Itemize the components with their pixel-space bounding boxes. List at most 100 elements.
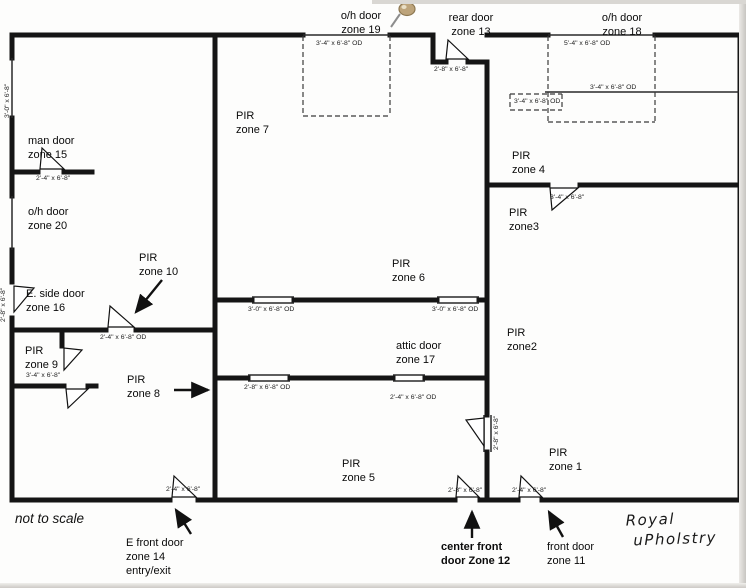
label-line: zone 17 [396, 354, 436, 367]
door-swings [13, 38, 580, 498]
zone-7-label: PIR zone 7 [236, 109, 269, 137]
label-line: entry/exit [126, 565, 171, 578]
photo-edge [0, 583, 746, 588]
label-line: man door [28, 135, 75, 147]
label-line: front door [547, 541, 595, 553]
label-line: zone 19 [341, 24, 381, 37]
annotation-arrows [134, 279, 565, 538]
zone9-door-swing-a [63, 347, 84, 372]
label-line: PIR [139, 252, 158, 264]
zone-11-label: front door zone 11 [547, 540, 594, 568]
label-line: zone 13 [451, 26, 491, 39]
rear-door-swing [445, 38, 470, 60]
dim-label: 3'-0" x 6'-8" OD [248, 306, 295, 313]
zone-16-label: E. side door zone 16 [26, 287, 85, 315]
photo-edge [739, 0, 746, 588]
walls [9, 32, 743, 503]
label-line: PIR [342, 458, 361, 470]
zone-10-label: PIR zone 10 [139, 251, 178, 279]
label-line: PIR [507, 327, 526, 339]
label-line: attic door [396, 340, 442, 352]
dim-label: 2'-4" x 6'-8" OD [390, 394, 437, 401]
zone-14-label: E front door zone 14 entry/exit [126, 536, 183, 578]
dim-label: 2'-8" x 6'-8" [434, 66, 469, 73]
label-line: PIR [25, 345, 44, 357]
label-line: zone 9 [25, 359, 59, 372]
label-line: E. side door [26, 288, 85, 300]
label-line: zone 14 [126, 551, 166, 564]
zone10-arrow [134, 279, 163, 314]
label-line: zone 8 [127, 388, 161, 401]
interior-door-swing [464, 417, 485, 448]
dim-label: 3'-0" x 6'-8" OD [432, 306, 479, 313]
dim-label: 5'-4" x 6'-8" OD [564, 40, 611, 47]
label-line: o/h door [28, 206, 69, 218]
label-line: PIR [512, 150, 531, 162]
zone-19-label: o/h door zone 19 [326, 9, 396, 37]
zone9-door-swing-b [65, 388, 90, 410]
zone-17-label: attic door zone 17 [396, 339, 441, 367]
not-to-scale-note: not to scale [15, 511, 85, 526]
zone10-door-swing [107, 304, 136, 328]
label-line: zone 11 [547, 555, 586, 568]
dim-label: 3'-4" x 6'-8" OD [316, 40, 363, 47]
label-line: center front [441, 541, 503, 553]
dim-label: 2'-8" x 6'-8" [448, 487, 483, 494]
label-line: rear door [448, 12, 494, 24]
label-line: zone 18 [602, 26, 642, 39]
zone-9-label: PIR zone 9 [25, 344, 58, 372]
dim-label: 2'-8" x 6'-8" OD [244, 384, 291, 391]
front-door-swing [518, 474, 544, 498]
label-line: PIR [509, 207, 528, 219]
zone-13-label: rear door zone 13 [436, 11, 506, 39]
zone-6-label: PIR zone 6 [392, 257, 425, 285]
zone-12-label: center front door Zone 12 [441, 540, 510, 568]
dim-label: 3'-4" x 6'-8" [26, 372, 61, 379]
zone4-door-swing [549, 187, 580, 212]
label-line: zone 16 [26, 302, 66, 315]
man-door-swing [39, 146, 66, 170]
label-line: door Zone 12 [441, 555, 511, 568]
label-line: zone 15 [28, 149, 68, 162]
label-line: zone 6 [392, 272, 426, 285]
dim-label: 3'-0" x 6'-8" [4, 83, 11, 118]
dim-label: 2'-4" x 6'-8" [166, 486, 201, 493]
label-line: PIR [549, 447, 568, 459]
dim-label: 2'-8" x 6'-8" [493, 415, 500, 450]
signature-line: uPholstry [633, 527, 718, 549]
label-line: o/h door [601, 12, 643, 24]
thin-lines [11, 34, 740, 452]
label-line: zone 5 [342, 472, 376, 485]
label-line: PIR [127, 374, 146, 386]
zone-3-label: PIR zone3 [509, 206, 539, 234]
zone-1-label: PIR zone 1 [549, 446, 582, 474]
label-line: zone3 [509, 221, 539, 234]
zone-2-label: PIR zone2 [507, 326, 537, 354]
photo-edge [372, 0, 746, 4]
label-line: zone 7 [236, 124, 270, 137]
label-line: E front door [126, 537, 184, 549]
center-front-door-swing [455, 474, 481, 498]
dim-label: 3'-4" x 6'-8" OD [514, 98, 561, 105]
dim-label: 2'-4" x 6'-8" OD [100, 334, 147, 341]
label-line: zone 4 [512, 164, 546, 177]
label-line: PIR [392, 258, 411, 270]
label-line: zone2 [507, 341, 537, 354]
label-line: zone 1 [549, 461, 583, 474]
label-line: zone 20 [28, 220, 68, 233]
zone-4-label: PIR zone 4 [512, 149, 545, 177]
dim-label: 2'-4" x 6'-8" [36, 175, 71, 182]
zone-5-label: PIR zone 5 [342, 457, 375, 485]
company-signature: Royal uPholstry [625, 508, 717, 550]
e-front-door-swing [171, 474, 198, 498]
dim-label: 3'-4" x 6'-8" OD [590, 84, 637, 91]
dim-label: 2'-8" x 6'-8" [0, 287, 7, 322]
front-door-arrow [547, 509, 565, 538]
overhead-door-dashed-tracks [302, 36, 656, 123]
label-line: zone 10 [139, 266, 179, 279]
label-line: o/h door [340, 10, 382, 22]
zone-18-label: o/h door zone 18 [586, 11, 658, 39]
dim-label: 3'-4" x 6'-8" [550, 194, 585, 201]
